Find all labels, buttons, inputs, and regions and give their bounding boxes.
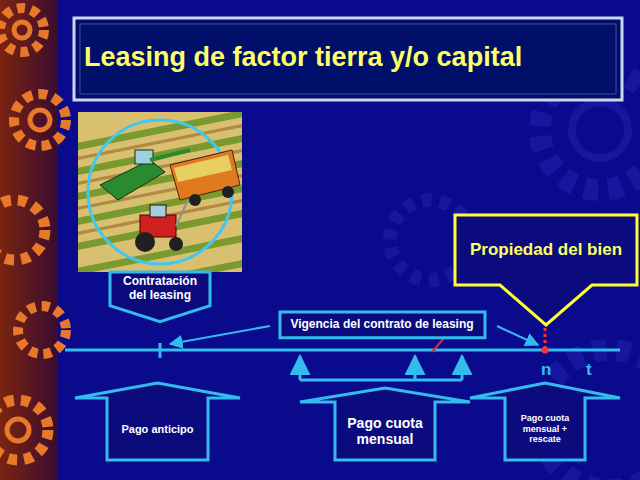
axis-label: n [541, 360, 551, 380]
term-box: Vigencia del contrato de leasing [280, 312, 485, 338]
slide-title: Leasing de factor tierra y/o capital [84, 42, 522, 73]
node-outline-path [75, 383, 240, 460]
node-outline [455, 215, 637, 325]
node-outline [75, 383, 240, 460]
node-body: Propiedad del bien [463, 215, 629, 285]
node-body: Pago cuota mensual + rescate [510, 398, 580, 460]
node-label: Propiedad del bien [470, 240, 622, 260]
tractor [135, 200, 188, 252]
contract-callout: Contratación del leasing [110, 272, 210, 322]
title-box [74, 18, 622, 100]
node-label: Vigencia del contrato de leasing [290, 318, 473, 332]
payment-arrow: Pago anticipo [75, 383, 240, 460]
node-label: Pago cuota mensual [341, 415, 429, 447]
node-body: Contratación del leasing [113, 272, 207, 306]
node-label: Pago cuota mensual + rescate [510, 413, 580, 444]
payment-arrow: Pago cuota mensual [300, 388, 470, 460]
node-outline-path [455, 215, 637, 325]
node-outline-path [470, 383, 620, 460]
node-outline-path [280, 312, 485, 338]
ownership-callout: Propiedad del bien [455, 215, 637, 325]
payment-arrow: Pago cuota mensual + rescate [470, 383, 620, 460]
node-label: Pago anticipo [121, 423, 193, 436]
node-outline-path [300, 388, 470, 460]
axis-label: t [586, 360, 592, 380]
node-body: Pago anticipo [113, 398, 202, 460]
left-strip [0, 0, 66, 480]
node-body: Vigencia del contrato de leasing [286, 312, 479, 338]
grain-trailer [170, 150, 240, 206]
node-label: Contratación del leasing [113, 275, 207, 303]
node-body: Pago cuota mensual [341, 402, 429, 460]
node-outline-path [110, 272, 210, 322]
